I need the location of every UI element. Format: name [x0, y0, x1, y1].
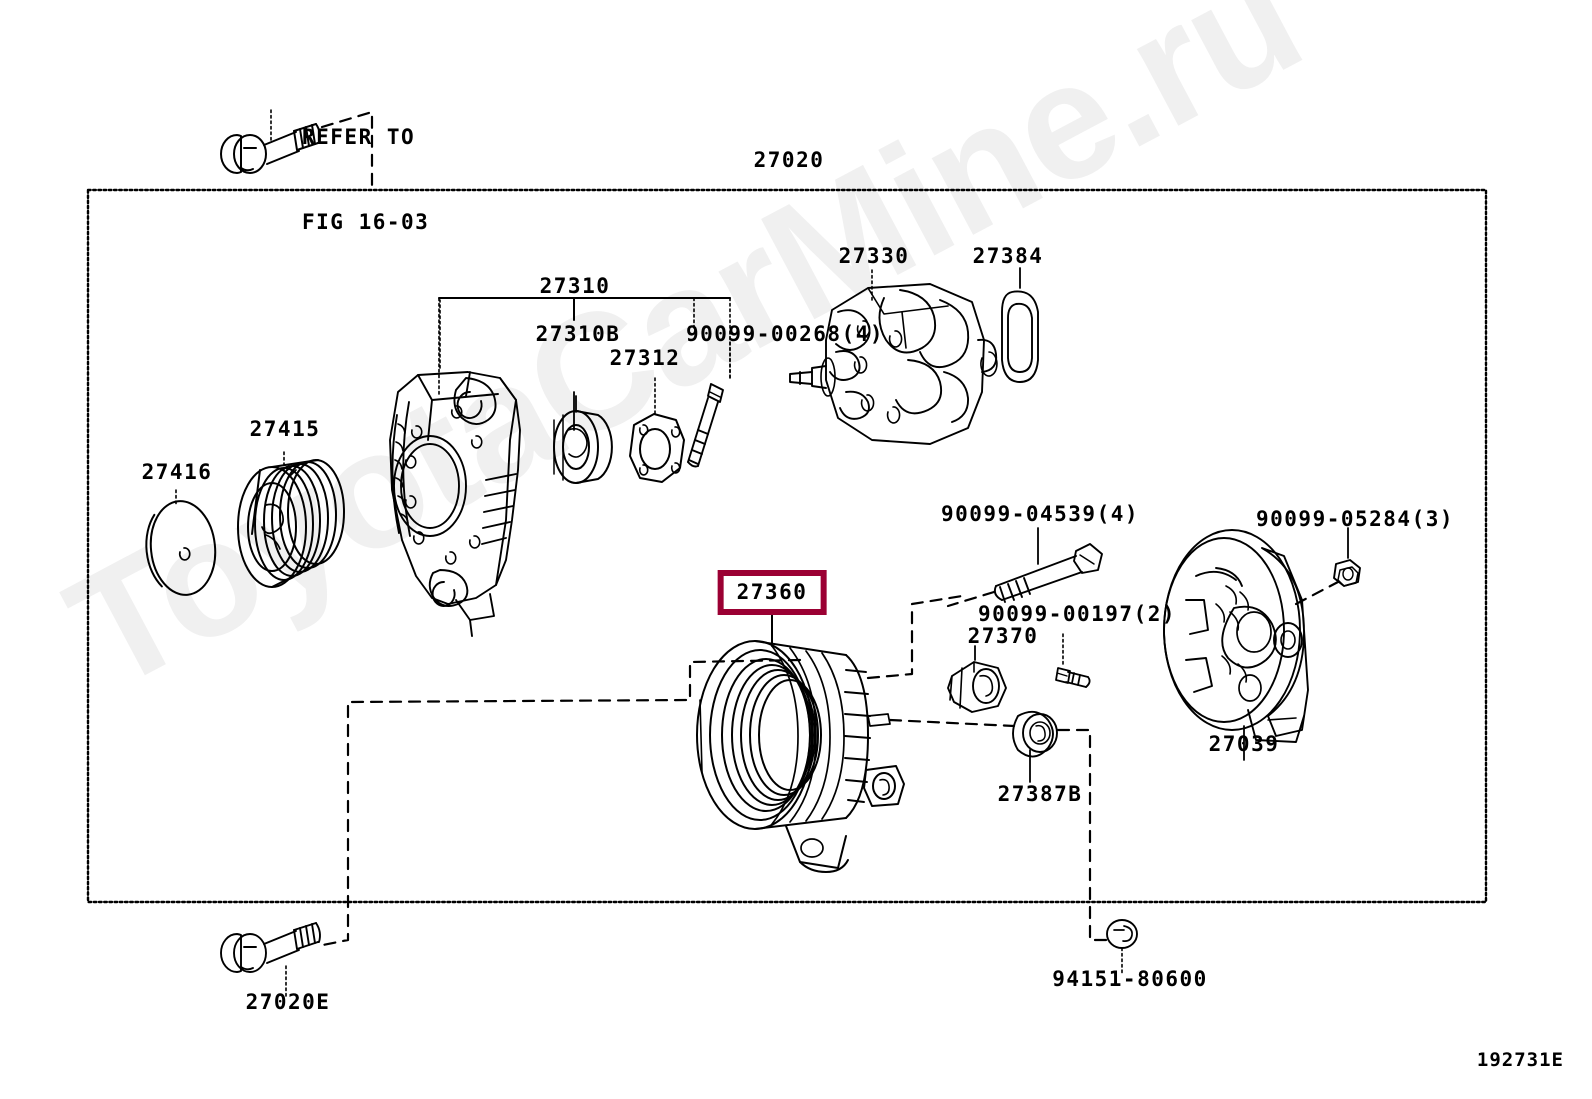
part-27384-shape	[1001, 267, 1039, 383]
label-27416: 27416	[141, 460, 213, 484]
part-27387B-shape	[1012, 710, 1058, 783]
label-27020E: 27020E	[245, 990, 331, 1014]
part-90099-04539-shape	[946, 527, 1103, 608]
label-27387B: 27387B	[997, 782, 1083, 806]
label-27310: 27310	[539, 274, 611, 298]
part-27360-bushing-leader	[888, 718, 1016, 728]
label-90099-04539: 90099-04539(4)	[940, 502, 1140, 526]
label-27384: 27384	[972, 244, 1044, 268]
label-27370: 27370	[967, 624, 1039, 648]
part-27039-shape	[1163, 529, 1340, 761]
part-90099-00268-shape	[687, 329, 731, 468]
part-27360-mount-leader	[316, 658, 802, 948]
part-27415-shape	[237, 451, 345, 588]
diagram-id: 192731E	[1476, 1049, 1564, 1071]
part-27020E-shape	[220, 922, 321, 999]
part-27360-shape	[696, 611, 905, 873]
label-27360-highlighted: 27360	[717, 570, 827, 615]
part-27312-shape	[629, 377, 685, 483]
refer-bolt-icon	[220, 109, 321, 174]
label-90099-05284: 90099-05284(3)	[1255, 507, 1455, 531]
label-27312: 27312	[609, 346, 681, 370]
label-27310B: 27310B	[535, 322, 621, 346]
label-90099-00197: 90099-00197(2)	[977, 602, 1177, 626]
label-27415: 27415	[249, 417, 321, 441]
label-94151-80600: 94151-80600	[1052, 967, 1208, 991]
part-94151-80600-shape	[1106, 919, 1138, 975]
label-27020: 27020	[753, 148, 825, 172]
part-90099-05284-shape	[1333, 527, 1361, 587]
part-27360-bolt-leader	[866, 594, 964, 680]
label-27360: 27360	[736, 580, 808, 604]
refer-note: REFER TO FIG 16-03	[302, 66, 429, 293]
part-27416-shape	[145, 489, 217, 596]
assembly-boundary-box	[86, 188, 1488, 904]
part-90099-00197-shape	[1055, 631, 1091, 688]
label-27330: 27330	[838, 244, 910, 268]
refer-bolt-leader	[320, 110, 374, 192]
part-27387B-nut-leader	[1056, 728, 1112, 942]
refer-note-line-1: REFER TO	[302, 124, 416, 149]
part-27310B-shape	[389, 299, 575, 637]
refer-note-line-2: FIG 16-03	[302, 209, 430, 234]
part-27310B-bearing-shape	[553, 395, 613, 484]
label-90099-00268: 90099-00268(4)	[685, 322, 885, 346]
label-27039: 27039	[1208, 732, 1280, 756]
part-27330-shape	[789, 267, 998, 445]
part-27370-shape	[947, 645, 1007, 713]
